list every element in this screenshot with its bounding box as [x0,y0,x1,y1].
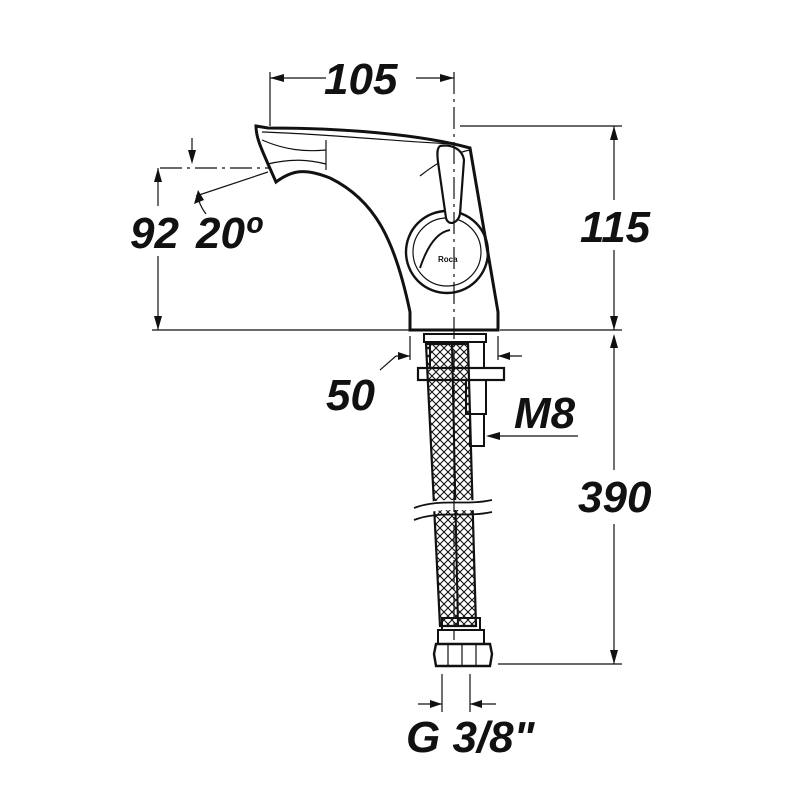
faucet-body [254,124,500,332]
dim-spout-angle: 20º [195,209,263,258]
dim-base-width: 50 [326,371,375,420]
center-lines [160,72,455,640]
dim-hose-length: 390 [578,473,652,522]
dimension-50: 50 [326,336,522,420]
dimension-115: 115 [460,125,651,331]
dimension-angle: 20º [188,138,269,258]
dimension-92: 92 [130,168,410,331]
brand-logo: Roca [438,255,458,264]
dimension-m8: M8 [486,389,578,440]
dimension-105: 105 [269,55,454,126]
dim-thread: M8 [514,389,576,438]
dim-connection: G 3/8" [406,713,536,762]
dim-height-body: 115 [580,203,651,252]
braided-hose [411,342,493,628]
dim-spout-height: 92 [130,209,179,258]
hose-connector [432,617,494,668]
dim-width-top: 105 [324,55,398,104]
lever-handle: Roca [404,144,490,295]
dimension-connection: G 3/8" [406,674,536,762]
dimension-390: 390 [498,334,652,665]
